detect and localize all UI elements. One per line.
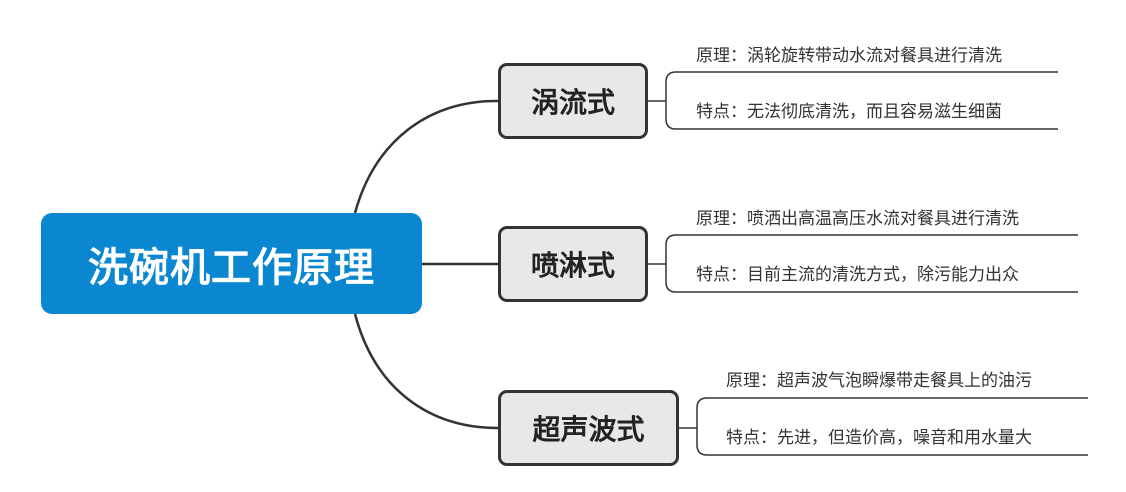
connector-root-branch-1 [353, 99, 499, 214]
branch-3-principle[interactable]: 原理：超声波气泡瞬爆带走餐具上的油污 [726, 371, 1032, 391]
connector-branch-3-bracket [696, 397, 708, 456]
connector-root-branch-3 [353, 313, 499, 430]
branch-node-2[interactable]: 喷淋式 [498, 226, 648, 302]
branch-3-feature[interactable]: 特点：先进，但造价高，噪音和用水量大 [726, 428, 1032, 448]
branch-3-label: 超声波式 [532, 413, 645, 446]
branch-2-principle[interactable]: 原理：喷洒出高温高压水流对餐具进行清洗 [696, 209, 1019, 229]
root-node[interactable]: 洗碗机工作原理 [41, 213, 422, 314]
branch-node-1[interactable]: 涡流式 [498, 63, 648, 139]
branch-1-principle[interactable]: 原理：涡轮旋转带动水流对餐具进行清洗 [696, 46, 1002, 66]
root-title: 洗碗机工作原理 [88, 244, 375, 291]
branch-1-feature[interactable]: 特点：无法彻底清洗，而且容易滋生细菌 [696, 102, 1002, 122]
branch-node-3[interactable]: 超声波式 [498, 390, 679, 466]
connector-branch-2-bracket [665, 234, 677, 293]
branch-1-label: 涡流式 [530, 86, 615, 119]
branch-2-feature[interactable]: 特点：目前主流的清洗方式，除污能力出众 [696, 265, 1019, 285]
connector-branch-1-bracket [665, 71, 677, 130]
branch-2-label: 喷淋式 [530, 249, 615, 282]
